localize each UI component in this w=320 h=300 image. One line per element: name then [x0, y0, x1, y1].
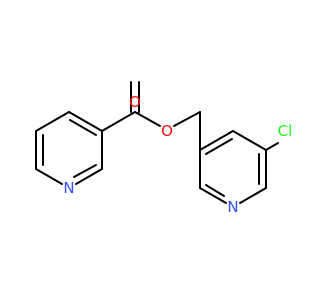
bond [73, 164, 97, 178]
bond [265, 142, 279, 151]
bond [232, 130, 267, 151]
bond [173, 111, 201, 127]
bond [35, 168, 63, 185]
bond [199, 187, 227, 204]
atom-label-ester-oxygen: O [161, 122, 173, 140]
atom-label-right-nitrogen: N [227, 198, 238, 216]
bond [205, 138, 233, 155]
bond [68, 111, 103, 132]
bond [199, 130, 234, 151]
atom-label-carbonyl-oxygen: O [129, 93, 141, 111]
bond-layer [35, 81, 279, 204]
structure-canvas: O O N N Cl [35, 81, 292, 216]
bond [101, 111, 136, 132]
atom-label-layer: O O N N Cl [63, 93, 292, 216]
bond [75, 168, 103, 185]
atom-label-chlorine: Cl [278, 122, 293, 140]
bond [239, 187, 267, 204]
bond [205, 184, 225, 197]
molecule-structure: O O N N Cl [35, 81, 292, 216]
bond [69, 119, 97, 136]
bond [35, 111, 70, 132]
bond [134, 111, 161, 127]
atom-label-left-nitrogen: N [63, 179, 74, 197]
